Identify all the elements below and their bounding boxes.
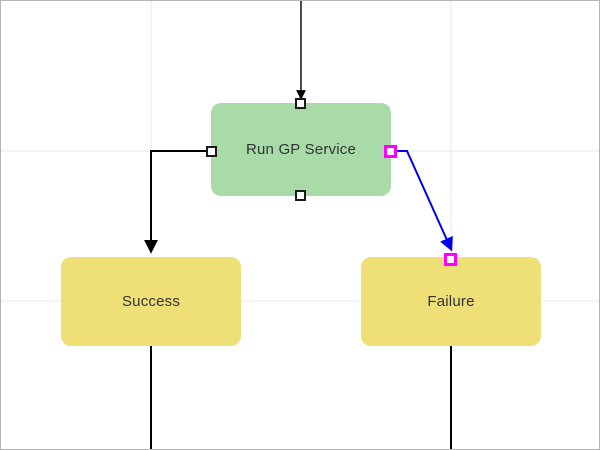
connection-handle-failure-top-selected[interactable] — [444, 253, 457, 266]
edge-to-failure[interactable] — [394, 150, 453, 252]
connection-handle-run-gp-bottom[interactable] — [295, 190, 306, 201]
connection-handle-run-gp-left[interactable] — [206, 146, 217, 157]
connection-handle-run-gp-top[interactable] — [295, 98, 306, 109]
edge-to-success[interactable] — [144, 150, 213, 254]
connection-handle-run-gp-right-selected[interactable] — [384, 145, 397, 158]
